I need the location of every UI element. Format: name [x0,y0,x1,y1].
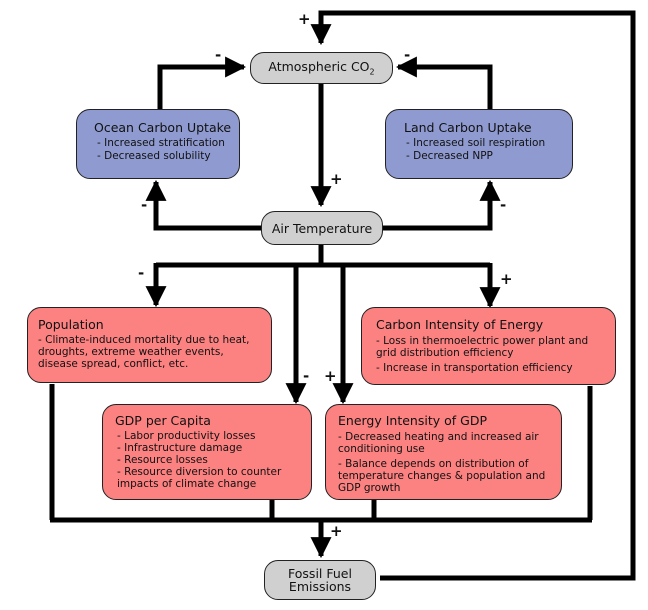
land-carbon-uptake-title: Land Carbon Uptake [404,120,532,135]
population-node: Population - Climate-induced mortality d… [27,307,272,383]
sign-land-to-co2: - [404,46,411,64]
population-item: - Climate-induced mortality due to heat,… [38,334,250,370]
link-ffe-to-co2 [310,10,636,581]
air-temperature-node: Air Temperature [261,211,383,245]
ocean-carbon-uptake-node: Ocean Carbon Uptake - Increased stratifi… [76,109,240,179]
link-temp-to-land [380,179,501,231]
gdp-item: - Infrastructure damage [117,442,243,454]
energy-intensity-item: - Decreased heating and increased air co… [338,431,539,455]
sign-ocean-to-co2: - [215,46,222,64]
sign-temp-to-energy-intensity: + [324,367,337,385]
sign-temp-to-carbon-intensity: + [500,270,513,288]
energy-intensity-item: - Balance depends on distribution of tem… [338,458,546,494]
sign-temp-to-land: - [500,196,507,214]
air-temperature-label: Air Temperature [271,220,373,236]
land-item: - Decreased NPP [406,150,493,162]
link-ocean-to-co2 [157,56,247,110]
sign-co2-to-temp: + [330,170,343,188]
atmospheric-co2-label: Atmospheric CO2 [268,59,375,77]
sign-ffe-to-co2: + [298,10,311,28]
sign-temp-to-population: - [138,264,145,282]
energy-intensity-title: Energy Intensity of GDP [338,413,487,428]
carbon-intensity-item: - Loss in thermoelectric power plant and… [376,335,589,359]
sign-to-ffe: + [330,522,343,540]
carbon-intensity-title: Carbon Intensity of Energy [376,317,544,332]
population-title: Population [38,317,104,332]
gdp-per-capita-title: GDP per Capita [115,413,211,428]
fossil-fuel-emissions-node: Fossil Fuel Emissions [264,560,376,600]
sign-temp-to-gdp: - [303,367,310,385]
sign-temp-to-ocean: - [141,196,148,214]
land-item: - Increased soil respiration [406,137,546,149]
link-land-to-co2 [395,56,493,110]
gdp-per-capita-node: GDP per Capita - Labor productivity loss… [102,404,312,500]
carbon-intensity-of-energy-node: Carbon Intensity of Energy - Loss in the… [361,307,616,385]
ocean-item: - Decreased solubility [97,150,211,162]
gdp-item: - Resource losses [117,454,208,466]
atmospheric-co2-node: Atmospheric CO2 [250,52,393,84]
energy-intensity-of-gdp-node: Energy Intensity of GDP - Decreased heat… [325,404,562,500]
link-temp-to-ocean [145,179,262,231]
ocean-carbon-uptake-title: Ocean Carbon Uptake [94,120,232,135]
gdp-item: - Resource diversion to counter impacts … [117,466,282,490]
land-carbon-uptake-node: Land Carbon Uptake - Increased soil resp… [385,109,573,179]
fossil-fuel-emissions-label: Fossil Fuel Emissions [288,566,352,594]
carbon-intensity-item: - Increase in transportation efficiency [376,362,573,374]
gdp-item: - Labor productivity losses [117,430,256,442]
ocean-item: - Increased stratification [97,137,225,149]
